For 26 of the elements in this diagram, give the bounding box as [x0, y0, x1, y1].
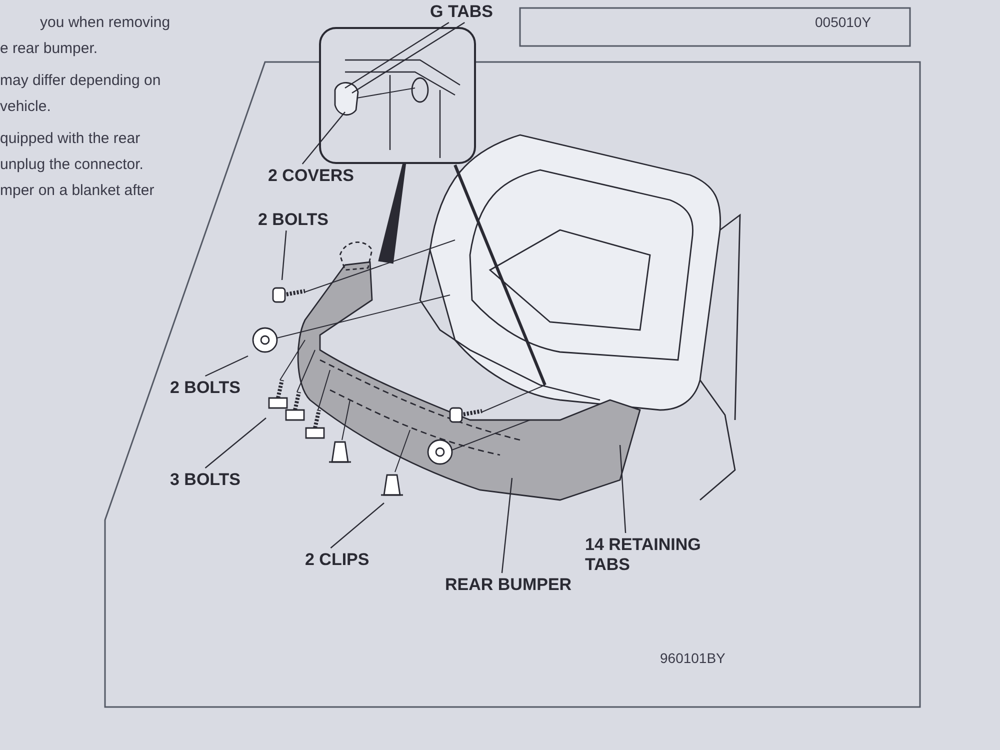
figure-code: 960101BY — [660, 650, 726, 666]
part-label: 2 COVERS — [268, 166, 378, 186]
part-label: G TABS — [430, 2, 510, 22]
leader-line — [344, 22, 450, 88]
leader-line — [352, 22, 465, 94]
leader-line — [619, 444, 626, 534]
part-label: 14 RETAINING TABS — [585, 535, 710, 574]
part-label: 2 CLIPS — [305, 550, 395, 570]
part-label: REAR BUMPER — [445, 575, 595, 595]
leader-line — [330, 502, 384, 548]
part-label: 2 BOLTS — [258, 210, 348, 230]
leader-line — [204, 418, 266, 468]
instruction-text: unplug the connector. — [0, 156, 144, 173]
instruction-text: vehicle. — [0, 98, 51, 115]
leader-line — [205, 355, 248, 377]
instruction-text: e rear bumper. — [0, 40, 98, 57]
leader-line — [501, 478, 513, 574]
instruction-text: may differ depending on — [0, 72, 161, 89]
instruction-text: mper on a blanket after — [0, 182, 154, 199]
figure-code: 005010Y — [815, 14, 872, 30]
instruction-text: you when removing — [40, 14, 170, 31]
instruction-text: quipped with the rear — [0, 130, 140, 147]
leader-line — [281, 230, 287, 280]
part-label: 2 BOLTS — [170, 378, 260, 398]
part-label: 3 BOLTS — [170, 470, 260, 490]
leader-line — [302, 112, 346, 164]
